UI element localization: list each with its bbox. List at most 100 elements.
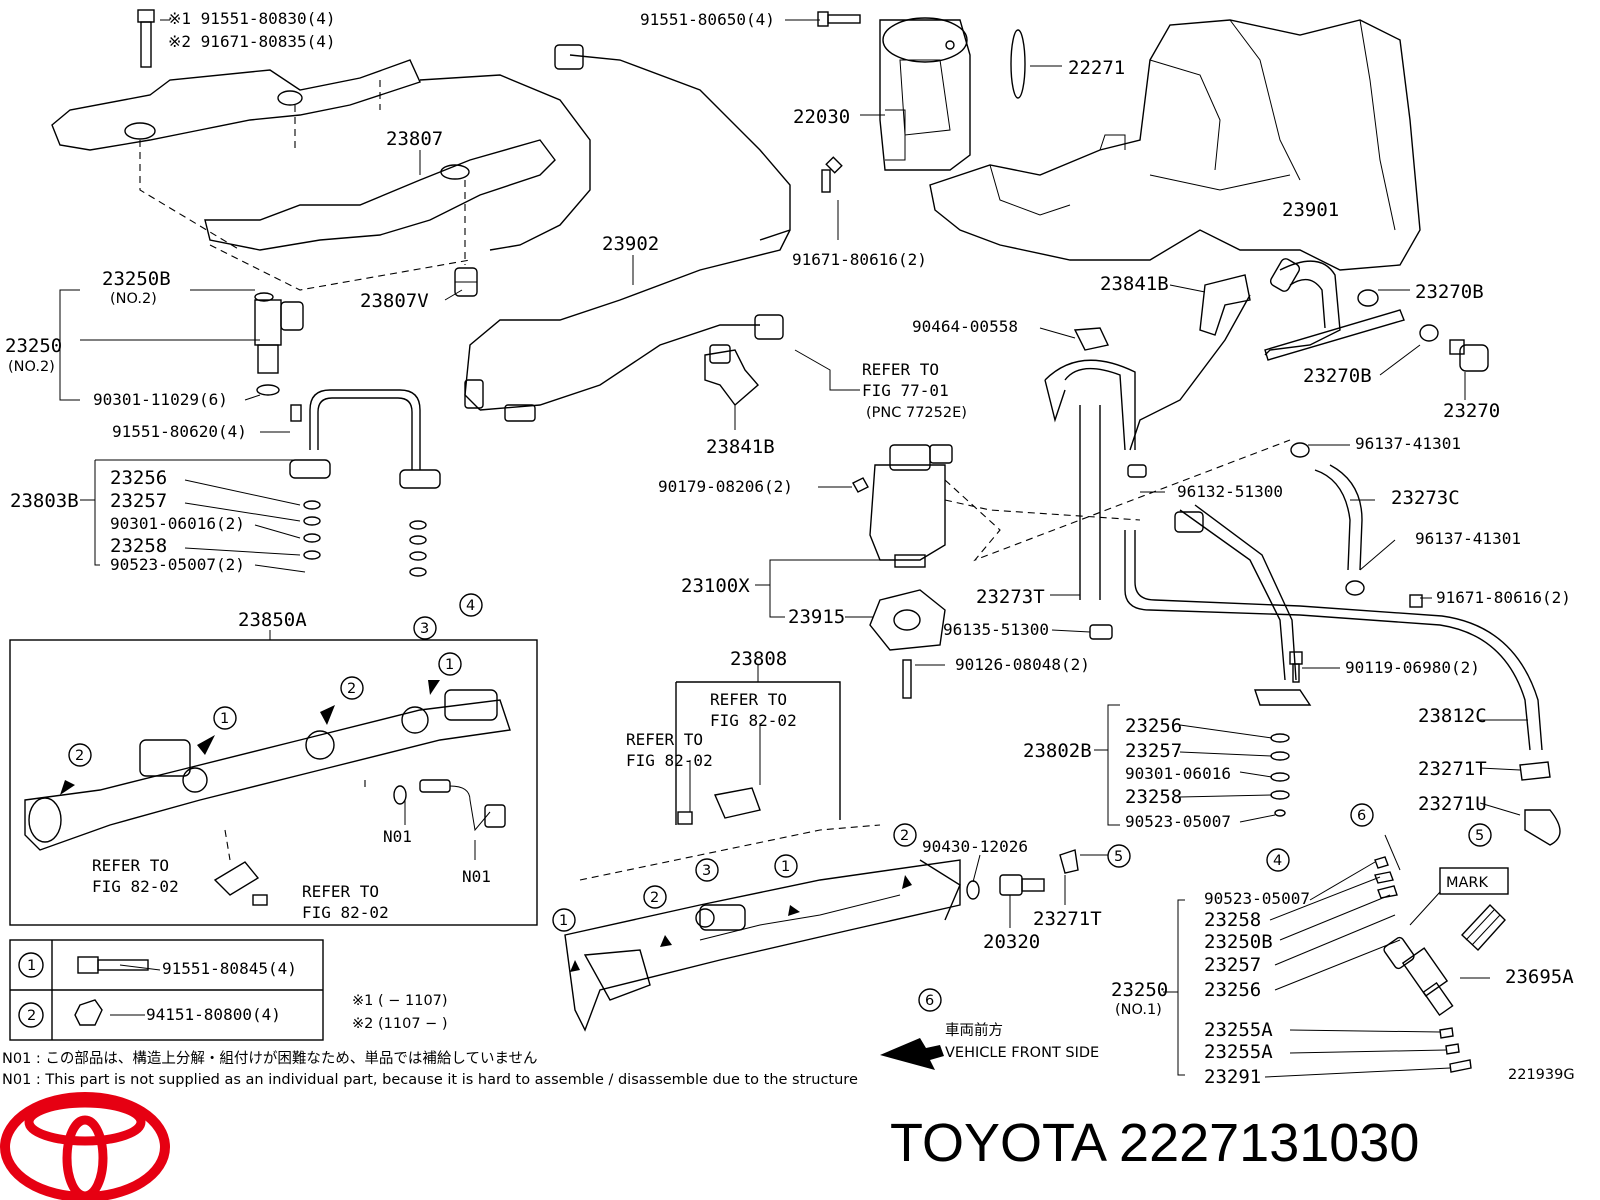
label-23270: 23270 [1443, 400, 1500, 422]
callout-number: 6 [1357, 808, 1366, 824]
label-23807: 23807 [386, 128, 443, 150]
label-23902: 23902 [602, 233, 659, 255]
label-refer-82-a-2: FIG 82-02 [710, 711, 797, 730]
note-en: N01 : This part is not supplied as an in… [2, 1072, 858, 1088]
label-23915: 23915 [788, 606, 845, 628]
callout-number: 2 [900, 828, 909, 844]
sensor-20320-icon [966, 849, 1079, 900]
label-mark: MARK [1446, 875, 1489, 891]
label-bolt-top: 91551-80650(4) [640, 10, 775, 29]
product-title: TOYOTA 2227131030 [890, 1113, 1420, 1173]
label-23807v: 23807V [360, 290, 429, 312]
legend-text: 91551-80845(4) 94151-80800(4) ※1 ( − 110… [2, 959, 1575, 1088]
callout-number: 5 [1114, 849, 1123, 865]
label-90523-05007-a: 90523-05007(2) [110, 555, 245, 574]
label-23257-a: 23257 [110, 490, 167, 512]
hose-23901-icon [1129, 258, 1489, 451]
label-kit-23256: 23256 [1204, 979, 1261, 1001]
label-23808: 23808 [730, 648, 787, 670]
injector-no2-icon [254, 292, 304, 396]
label-90301-11029: 90301-11029(6) [93, 390, 228, 409]
clip-23841b-icon [1199, 274, 1251, 336]
callout-number: 3 [420, 621, 429, 637]
part-labels: ※1 91551-80830(4) ※2 91671-80835(4) 9155… [5, 9, 1574, 1088]
label-kit-23250b: 23250B [1204, 931, 1273, 953]
label-n01-a: N01 [383, 827, 412, 846]
label-23901: 23901 [1282, 199, 1339, 221]
label-refer-77-2: FIG 77-01 [862, 381, 949, 400]
label-23250b-no2: 23250B [102, 268, 171, 290]
label-23257-b: 23257 [1125, 740, 1182, 762]
callout-number: 4 [1273, 853, 1282, 869]
label-23812c: 23812C [1418, 705, 1487, 727]
label-kit-90523: 90523-05007 [1204, 889, 1310, 908]
period-1: ※1 ( − 1107) [352, 993, 448, 1009]
callout-number: 3 [702, 863, 711, 879]
label-refer-82-d-2: FIG 82-02 [302, 903, 389, 922]
label-kit-23255a-2: 23255A [1204, 1041, 1273, 1063]
label-91671-a: 91671-80616(2) [792, 250, 927, 269]
label-90301-06016-b: 90301-06016 [1125, 764, 1231, 783]
label-23841b-a: 23841B [1100, 273, 1169, 295]
dashed-hose-paths [944, 439, 1291, 562]
callout-number: 1 [559, 913, 568, 929]
callout-arrows [60, 680, 912, 972]
leader-lines [59, 19, 1528, 1078]
fuel-pipe-23902 [419, 44, 791, 422]
label-23258-b: 23258 [1125, 786, 1182, 808]
label-refer-82-b-1: REFER TO [626, 730, 703, 749]
vacuum-pump-23100x-icon [852, 444, 953, 699]
gasket-icon [1010, 29, 1026, 99]
callout-number: 5 [1475, 828, 1484, 844]
label-screw-b: ※2 91671-80835(4) [168, 32, 336, 51]
label-kit-23255a-1: 23255A [1204, 1019, 1273, 1041]
label-n01-b: N01 [462, 867, 491, 886]
label-23271t-b: 23271T [1033, 908, 1102, 930]
label-23273c: 23273C [1391, 487, 1460, 509]
label-23271t-a: 23271T [1418, 758, 1487, 780]
fuel-rail-23850a-icon [24, 689, 511, 906]
callout-number: 1 [220, 711, 229, 727]
label-23850a: 23850A [238, 609, 307, 631]
label-kit-23291: 23291 [1204, 1066, 1261, 1088]
assembly-frame-23850a [9, 639, 538, 926]
callout-number: 4 [466, 598, 475, 614]
label-96132: 96132-51300 [1177, 482, 1283, 501]
label-refer-82-d-1: REFER TO [302, 882, 379, 901]
label-23258-a: 23258 [110, 535, 167, 557]
pipe-23812c-icon [1124, 504, 1543, 751]
label-23802b: 23802B [1023, 740, 1092, 762]
callout-number: 2 [75, 748, 84, 764]
intake-manifold-outline [929, 19, 1421, 271]
callout-numbers: 3 4 1 2 1 2 1 2 3 1 2 6 5 4 5 6 1 2 [27, 598, 1484, 1024]
label-23256-a: 23256 [110, 467, 167, 489]
harness-23808-box [675, 681, 841, 825]
label-23250-no2: 23250 [5, 335, 62, 357]
label-22030: 22030 [793, 106, 850, 128]
diagram-id: 221939G [1508, 1067, 1575, 1083]
label-kit-23258: 23258 [1204, 909, 1261, 931]
label-90179: 90179-08206(2) [658, 477, 793, 496]
seal-kit-icons [1270, 733, 1290, 817]
bolt-icon [817, 11, 861, 27]
bolt-icon [137, 9, 155, 68]
legend-table [9, 939, 324, 1041]
label-96137-a: 96137-41301 [1355, 434, 1461, 453]
period-2: ※2 (1107 − ) [352, 1016, 448, 1032]
label-refer-82-a-1: REFER TO [710, 690, 787, 709]
note-jp: N01 : この部品は、構造上分解・組付けが困難なため、単品では補給していません [2, 1050, 538, 1067]
legend-number: 1 [27, 958, 36, 974]
connector-23841b-icon [704, 344, 759, 407]
label-90430: 90430-12026 [922, 837, 1028, 856]
label-23270b-a: 23270B [1415, 281, 1484, 303]
label-23100x: 23100X [681, 575, 750, 597]
label-refer-82-b-2: FIG 82-02 [626, 751, 713, 770]
callout-circles [68, 593, 1492, 1012]
bolt-icon [821, 156, 843, 193]
label-20320: 20320 [983, 931, 1040, 953]
callout-number: 1 [781, 859, 790, 875]
hose-23273c-icon [1290, 442, 1365, 596]
label-90523-05007-b: 90523-05007 [1125, 812, 1231, 831]
label-refer-77-3: (PNC 77252E) [866, 405, 967, 421]
